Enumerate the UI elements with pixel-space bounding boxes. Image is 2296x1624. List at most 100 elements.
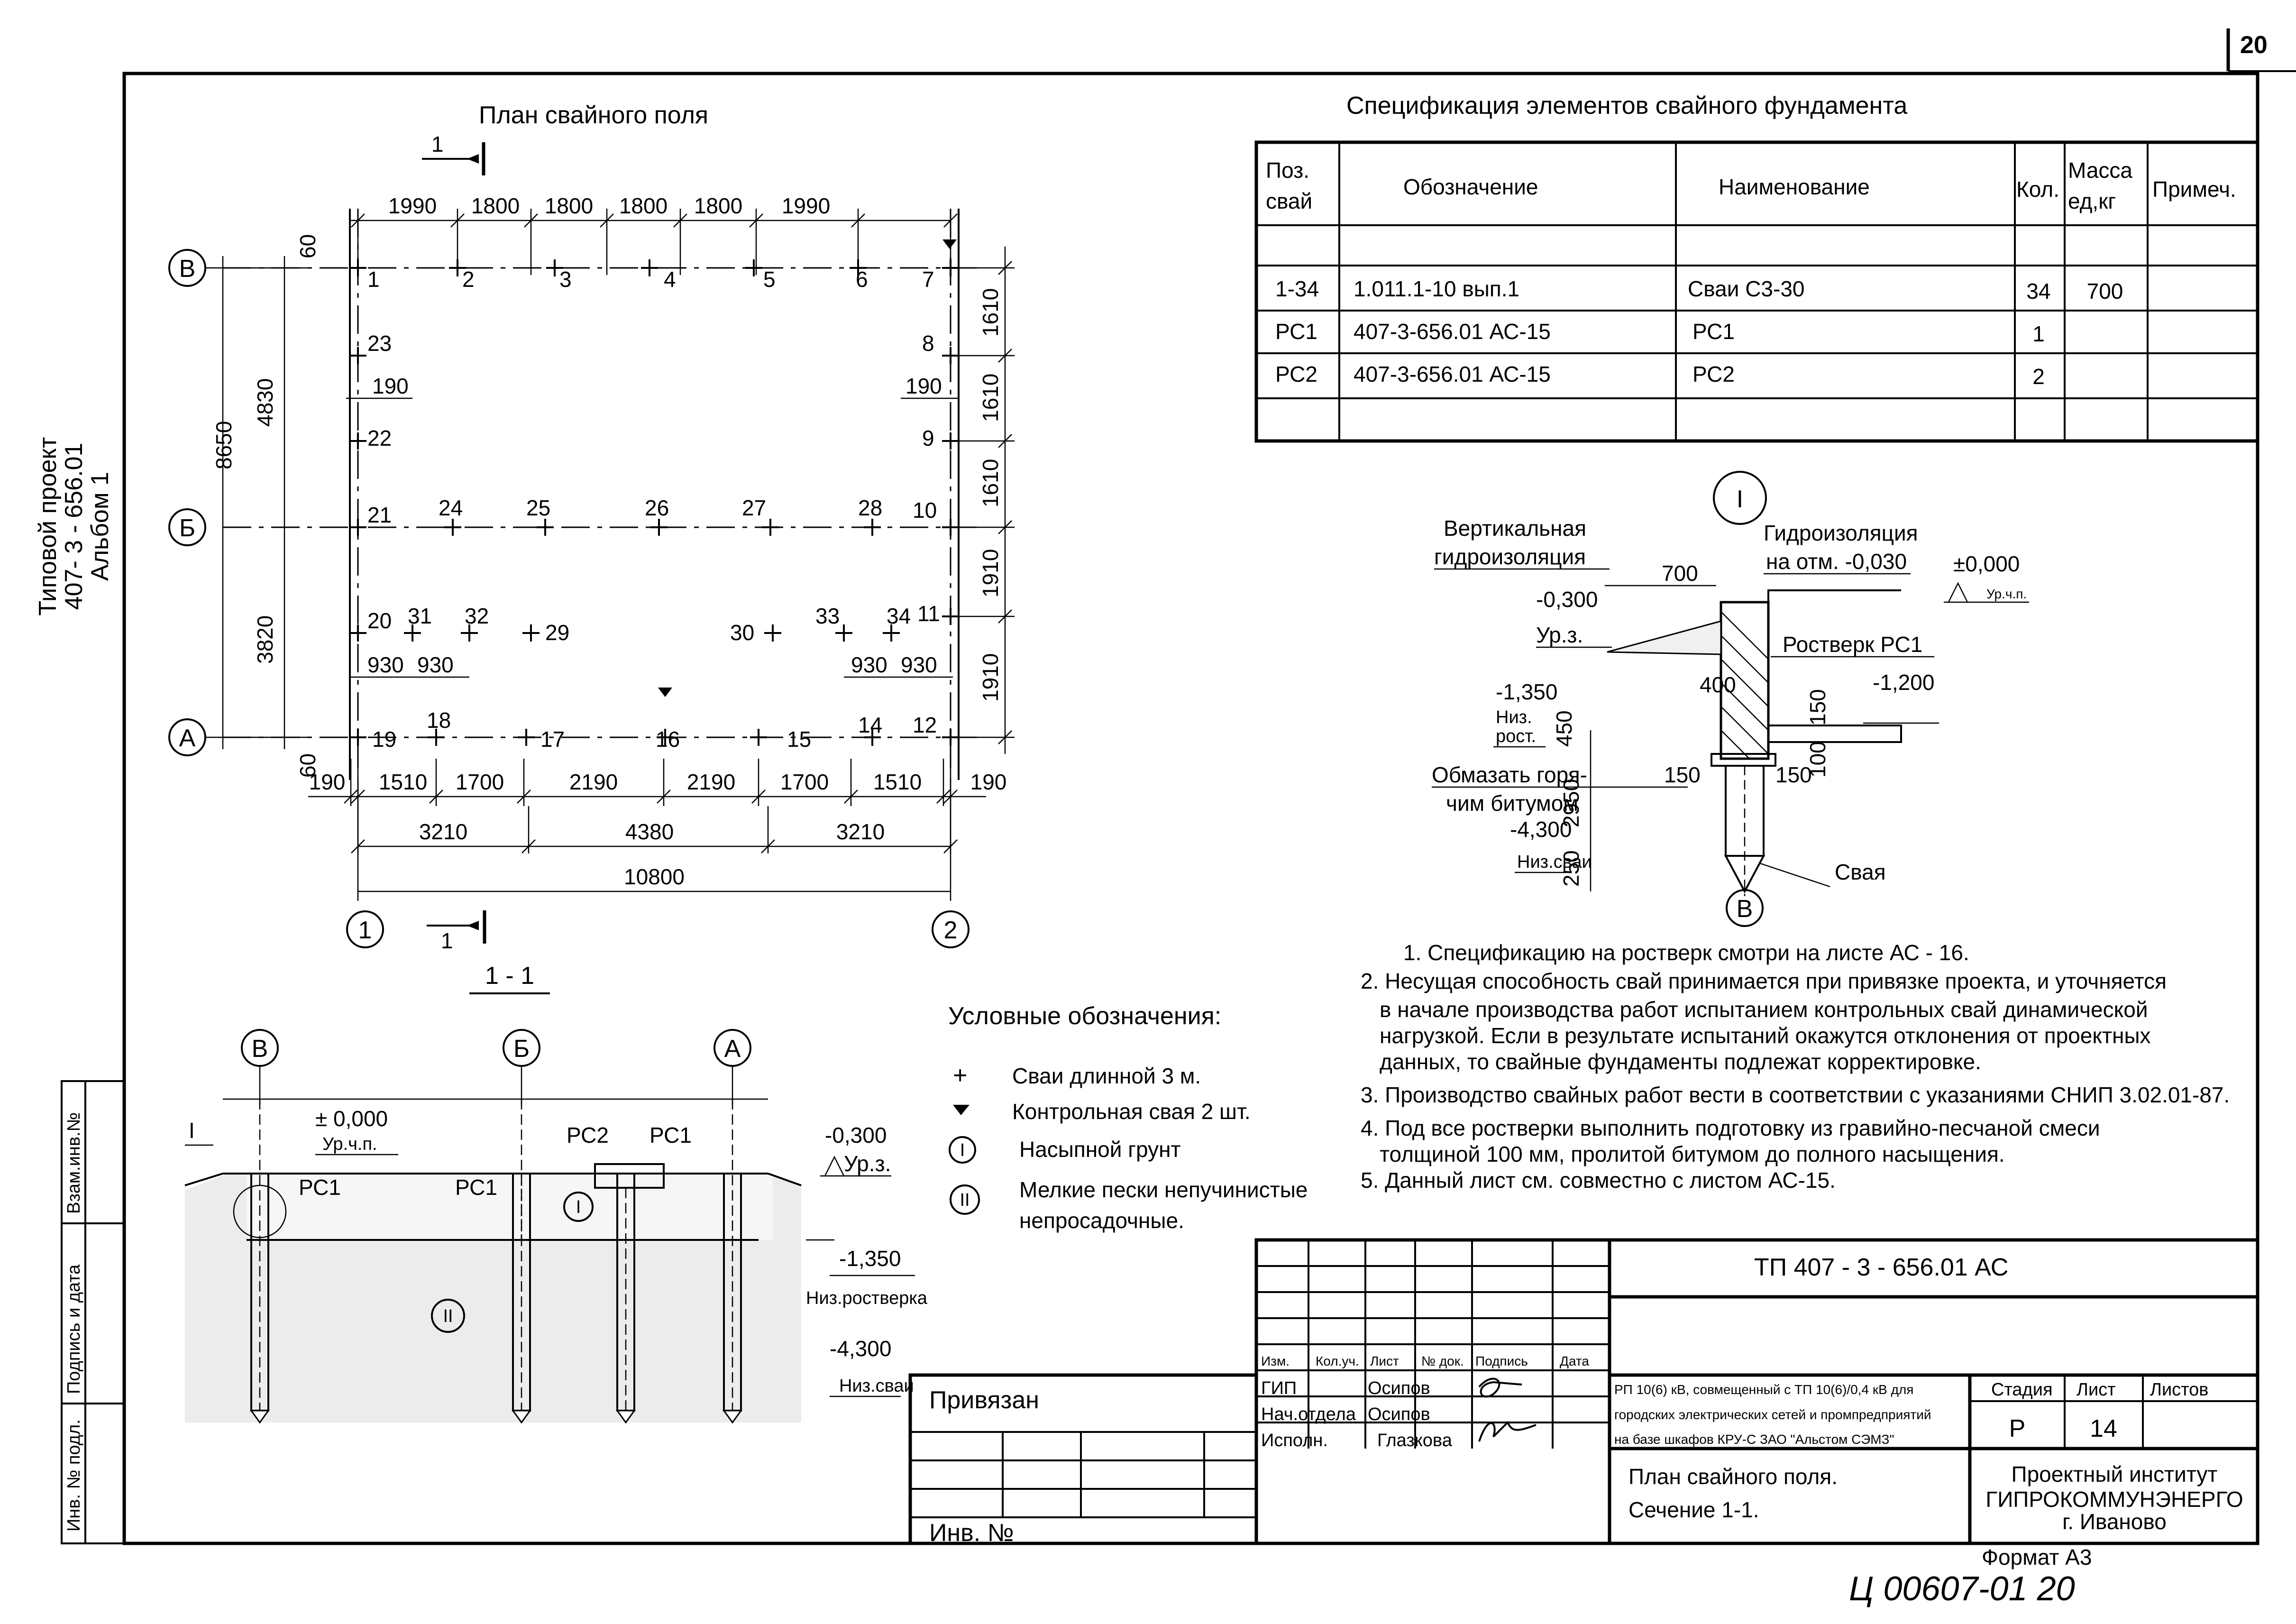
svg-text:на отм. -0,030: на отм. -0,030 [1766, 549, 1907, 574]
svg-text:В: В [1737, 895, 1753, 923]
side-cells: Взам.инв.№ Подпись и дата Инв. № подл. [61, 1080, 125, 1544]
svg-text:I: I [576, 1197, 581, 1217]
svg-text:60: 60 [295, 753, 320, 778]
pile-31: 31 [404, 604, 432, 642]
pile-25: 25 [526, 495, 554, 536]
pile-26: 26 [645, 495, 669, 536]
svg-text:22: 22 [367, 426, 392, 450]
top-dimension: 1800 [694, 193, 742, 218]
pile-33: 33 [815, 604, 852, 642]
svg-text:930: 930 [901, 652, 937, 677]
svg-text:-0,300: -0,300 [825, 1123, 887, 1147]
svg-text:на базе шкафов КРУ-С ЗАО "Альс: на базе шкафов КРУ-С ЗАО "Альстом СЭМЗ" [1614, 1432, 1894, 1447]
axis-col-1: 1 [358, 917, 372, 944]
svg-text:-1,350: -1,350 [839, 1246, 901, 1271]
svg-text:Взам.инв.№: Взам.инв.№ [64, 1112, 84, 1214]
svg-text:23: 23 [367, 331, 392, 356]
svg-text:г. Иваново: г. Иваново [2062, 1509, 2167, 1534]
svg-text:РП 10(6) кВ, совмещенный с ТП: РП 10(6) кВ, совмещенный с ТП 10(6)/0,4 … [1614, 1382, 1913, 1397]
title-block: ТП 407 - 3 - 656.01 АС Изм. Кол.уч. Лист… [908, 1238, 2259, 1608]
svg-text:Масса: Масса [2068, 158, 2132, 183]
svg-text:25: 25 [526, 495, 550, 520]
svg-text:Ростверк РС1: Ростверк РС1 [1783, 632, 1922, 657]
svg-text:Обозначение: Обозначение [1403, 174, 1538, 199]
spec-table: Спецификация элементов свайного фундамен… [1254, 92, 2259, 443]
svg-text:РС2: РС2 [1692, 362, 1735, 386]
spec-row: РС1 407-3-656.01 АС-15 РС1 1 [1275, 319, 2045, 346]
svg-text:2: 2 [2032, 364, 2045, 389]
svg-text:А: А [179, 725, 196, 752]
svg-text:Низ.: Низ. [1496, 707, 1532, 727]
side-stamp: Типовой проект 407- 3 - 656.01 Альбом 1 [34, 437, 114, 615]
svg-text:Сечение 1-1.: Сечение 1-1. [1628, 1497, 1759, 1522]
svg-text:свай: свай [1266, 189, 1312, 213]
bottom-dimension: 2190 [687, 770, 735, 794]
pile-2: 2 [449, 259, 475, 292]
axis-row-v: В [168, 249, 206, 287]
pile-7: 7 [922, 259, 959, 292]
section-1-1: 1 - 1 В Б А РС2 РС1 РС1 РС1 ± 0,000 Ур.ч… [184, 962, 928, 1424]
sheet-number: 20 [2240, 31, 2268, 59]
right-dimension: 1910 [978, 549, 1003, 597]
rc1-label-b: РС1 [455, 1175, 497, 1200]
svg-text:городских электрических сетей: городских электрических сетей и промпред… [1614, 1407, 1931, 1422]
svg-text:12: 12 [913, 713, 937, 737]
svg-text:Гидроизоляция: Гидроизоляция [1764, 521, 1918, 545]
svg-text:930: 930 [367, 652, 404, 677]
svg-text:5: 5 [763, 267, 776, 292]
svg-text:Нач.отдела: Нач.отдела [1261, 1404, 1356, 1424]
svg-text:190: 190 [906, 374, 942, 398]
svg-text:Б: Б [513, 1035, 530, 1063]
spec-title: Спецификация элементов свайного фундамен… [1346, 92, 1907, 119]
pile-15: 15 [750, 727, 811, 752]
svg-text:II: II [443, 1306, 453, 1326]
top-dimension: 1800 [619, 193, 668, 218]
doc-code: ТП 407 - 3 - 656.01 АС [1754, 1254, 2008, 1281]
svg-text:400: 400 [1700, 672, 1736, 697]
svg-text:1: 1 [2032, 321, 2045, 346]
svg-text:Примеч.: Примеч. [2152, 177, 2236, 202]
axis-col-2: 2 [944, 917, 958, 944]
svg-text:Кол.уч.: Кол.уч. [1316, 1354, 1359, 1368]
svg-text:60: 60 [295, 234, 320, 258]
pile-28: 28 [858, 495, 882, 536]
pile-11: 11 [917, 601, 959, 626]
svg-text:Изм.: Изм. [1261, 1354, 1290, 1368]
svg-text:План свайного поля.: План свайного поля. [1628, 1464, 1838, 1489]
svg-text:2. Несущая способность свай п: 2. Несущая способность свай принимается … [1361, 969, 2167, 993]
svg-text:-1,350: -1,350 [1496, 679, 1557, 704]
svg-text:150: 150 [1805, 689, 1830, 725]
svg-text:В: В [179, 255, 196, 283]
svg-text:150: 150 [1664, 762, 1701, 787]
svg-text:ед,кг: ед,кг [2068, 189, 2116, 213]
pile-27: 27 [742, 495, 779, 536]
svg-text:I: I [960, 1140, 965, 1160]
pile-21: 21 [349, 503, 392, 536]
svg-text:1.011.1-10 вып.1: 1.011.1-10 вып.1 [1354, 276, 1519, 301]
svg-text:11: 11 [917, 601, 940, 626]
axis-row-b: Б [168, 508, 206, 546]
pile-30: 30 [730, 620, 781, 645]
svg-text:Обмазать горя-: Обмазать горя- [1432, 762, 1587, 787]
node-detail: I Вертикальная гидроизоляция Гидроизоляц… [1432, 471, 2029, 927]
pile-17: 17 [518, 727, 565, 752]
plan-title: План свайного поля [479, 101, 708, 129]
svg-text:Кол.: Кол. [2016, 177, 2059, 202]
svg-text:Типовой проект: Типовой проект [34, 437, 62, 615]
pile-19: 19 [349, 727, 396, 752]
svg-text:Исполн.: Исполн. [1261, 1431, 1328, 1450]
svg-text:3. Производство свайных работ: 3. Производство свайных работ вести в со… [1361, 1083, 2230, 1107]
axis-row-a: А [168, 718, 206, 756]
svg-text:РС2: РС2 [1275, 362, 1317, 386]
svg-text:29: 29 [545, 620, 569, 645]
control-pile-marker-7 [942, 239, 957, 249]
pile-32: 32 [461, 604, 489, 642]
svg-text:ГИП: ГИП [1261, 1378, 1297, 1398]
svg-text:Лист: Лист [1370, 1354, 1399, 1368]
inv-label: Инв. № [929, 1519, 1014, 1547]
top-dimension: 1800 [545, 193, 593, 218]
svg-text:34: 34 [887, 604, 911, 628]
svg-text:Инв. № подл.: Инв. № подл. [64, 1419, 84, 1532]
svg-text:32: 32 [465, 604, 489, 628]
svg-text:8650: 8650 [211, 421, 236, 469]
